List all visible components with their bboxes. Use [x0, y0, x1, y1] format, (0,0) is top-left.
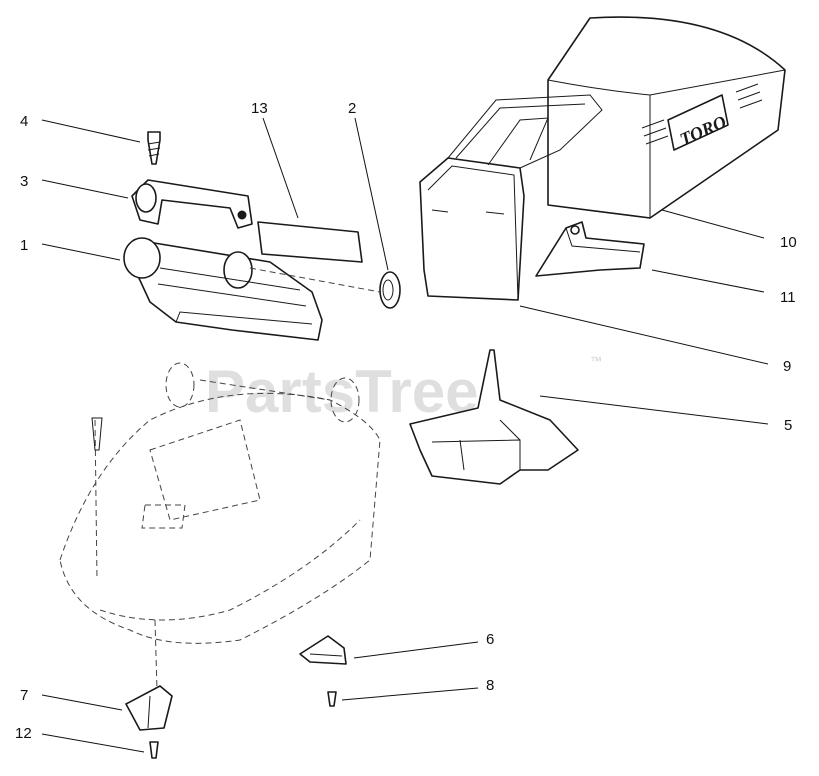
callout-8: 8 [486, 677, 494, 694]
screw-part-8[interactable] [327, 691, 337, 707]
callout-12: 12 [15, 725, 32, 742]
label-part-13[interactable] [257, 221, 363, 263]
callout-13: 13 [251, 100, 268, 117]
spring-part-2[interactable] [249, 267, 401, 309]
deflector-part-11[interactable] [535, 221, 645, 277]
callout-5: 5 [784, 417, 792, 434]
callout-11: 11 [780, 289, 796, 306]
callout-1: 1 [20, 237, 28, 254]
watermark: PartsTree ™ [205, 354, 602, 425]
discharge-chute-part-5[interactable] [409, 349, 579, 485]
callout-2: 2 [348, 100, 356, 117]
callout-labels: 4 3 1 13 2 10 11 9 5 6 8 7 12 [15, 100, 797, 742]
watermark-brand: PartsTree [205, 358, 479, 425]
bag-frame[interactable] [419, 94, 603, 301]
callout-4: 4 [20, 113, 28, 130]
callout-9: 9 [783, 358, 791, 375]
screw-part-4[interactable] [147, 131, 161, 165]
callout-3: 3 [20, 173, 28, 190]
hinge-part-3[interactable] [131, 179, 253, 229]
grass-bag[interactable]: TORO [547, 16, 786, 219]
rear-door-part-1[interactable] [123, 237, 323, 341]
screw-part-12[interactable] [149, 741, 159, 759]
callout-10: 10 [780, 234, 797, 251]
bracket-part-7[interactable] [125, 685, 173, 731]
clip-part-6[interactable] [299, 635, 347, 665]
callout-7: 7 [20, 687, 28, 704]
leader-lines [41, 117, 769, 753]
watermark-trademark: ™ [590, 354, 602, 368]
callout-6: 6 [486, 631, 494, 648]
mower-deck [59, 362, 381, 691]
